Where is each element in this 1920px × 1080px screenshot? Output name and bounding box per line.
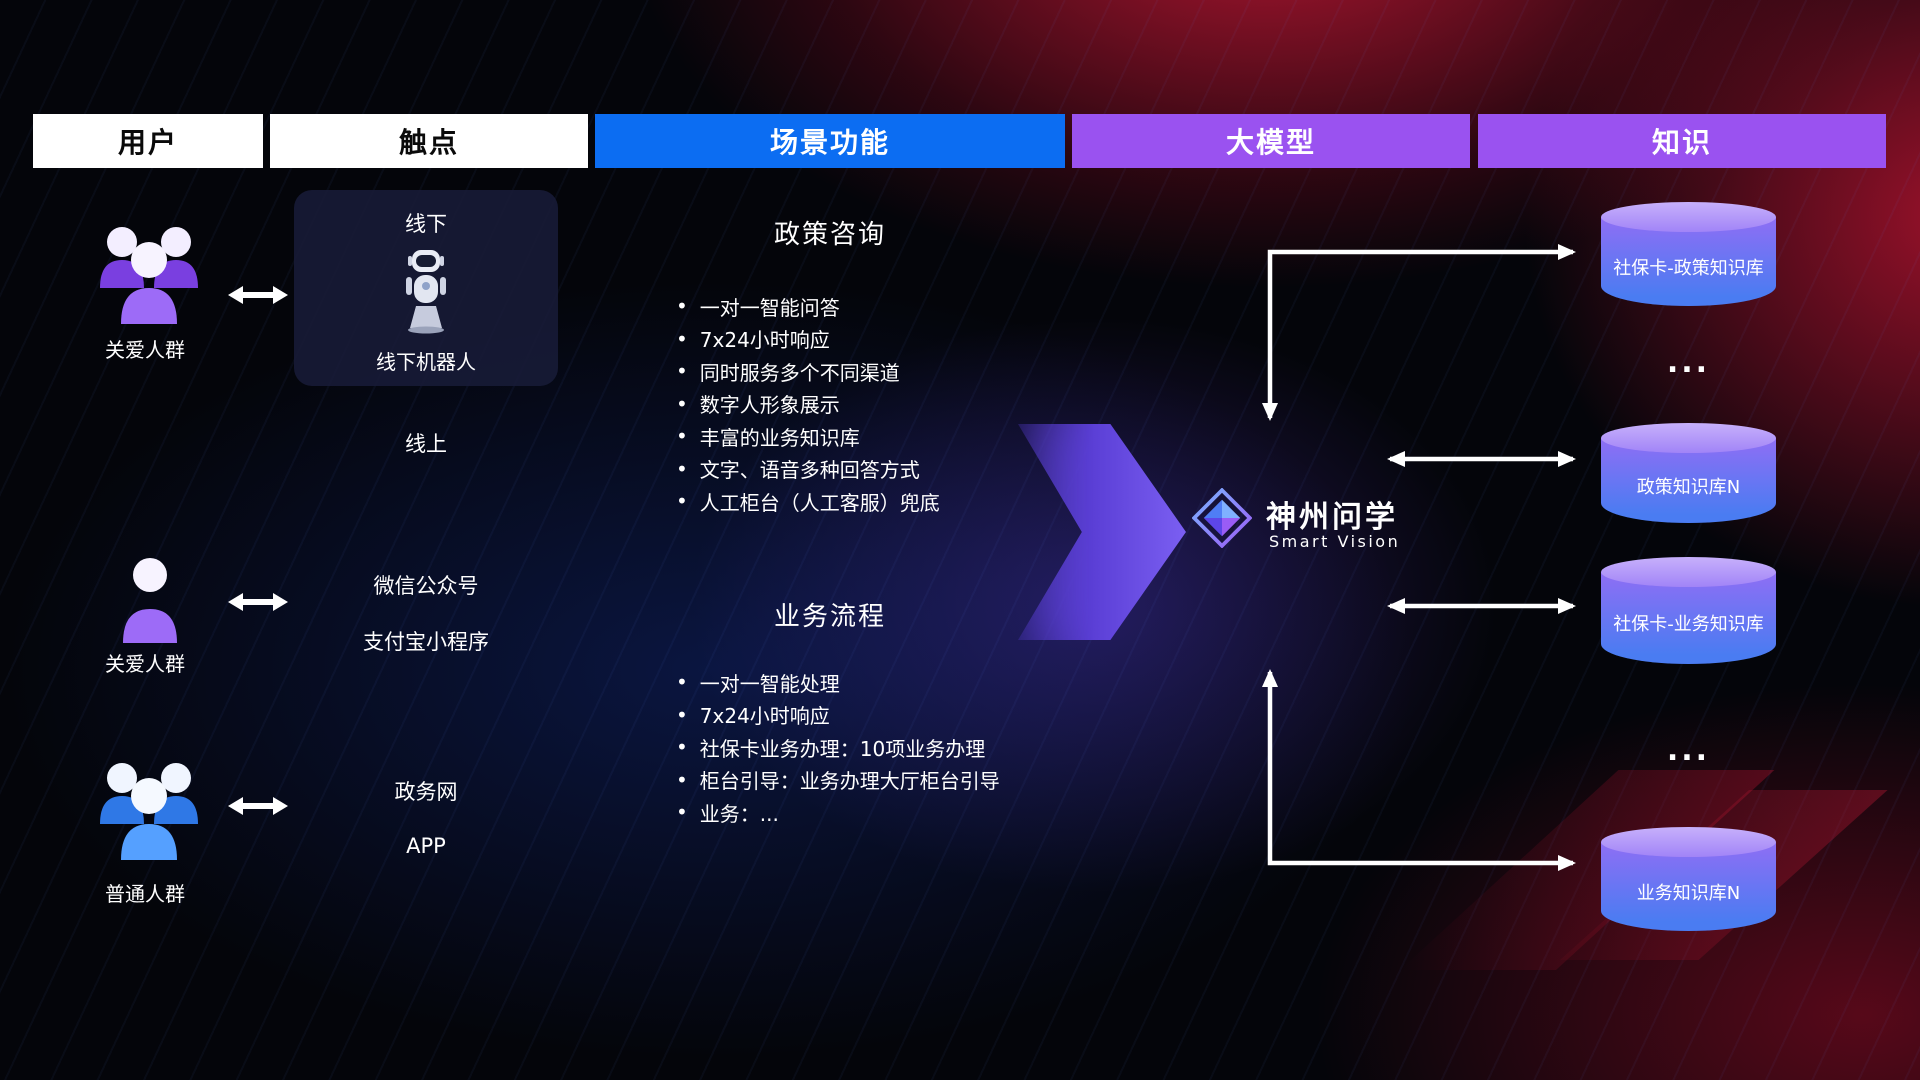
column-header-scene-functions: 场景功能 xyxy=(595,114,1065,168)
feature-item: 一对一智能处理 xyxy=(676,666,1000,699)
feature-item: 人工柜台（人工客服）兜底 xyxy=(676,485,940,518)
database-cylinder-policy-sscard: 社保卡-政策知识库 xyxy=(1601,202,1776,306)
robot-icon xyxy=(397,246,455,338)
feature-item: 柜台引导：业务办理大厅柜台引导 xyxy=(676,764,1000,797)
feature-item: 社保卡业务办理：10项业务办理 xyxy=(676,731,1000,764)
policy-consult-feature-list: 一对一智能问答 7x24小时响应 同时服务多个不同渠道 数字人形象展示 丰富的业… xyxy=(676,290,940,518)
database-label: 业务知识库N xyxy=(1636,882,1741,904)
feature-item: 同时服务多个不同渠道 xyxy=(676,355,940,388)
feature-item: 7x24小时响应 xyxy=(676,323,940,356)
feature-item: 业务：... xyxy=(676,796,1000,829)
channel-gov-web-label: 政务网 xyxy=(394,780,458,804)
database-body xyxy=(1601,572,1776,664)
column-header-large-model: 大模型 xyxy=(1072,114,1470,168)
offline-title: 线下 xyxy=(405,212,447,236)
group-people-icon xyxy=(92,220,206,334)
brand-name: 神州问学 xyxy=(1266,500,1398,535)
database-cylinder-policy-n: 政策知识库N xyxy=(1601,423,1776,523)
offline-robot-label: 线下机器人 xyxy=(376,350,476,374)
brand-subtitle: Smart Vision xyxy=(1269,532,1401,551)
bidirectional-arrow-icon xyxy=(227,282,289,308)
online-label: 线上 xyxy=(405,432,447,456)
feature-item: 文字、语音多种回答方式 xyxy=(676,453,940,486)
person-icon xyxy=(118,555,182,655)
database-cylinder-business-n: 业务知识库N xyxy=(1601,827,1776,931)
column-header-users: 用户 xyxy=(33,114,263,168)
database-top xyxy=(1601,557,1776,587)
user-group-label: 关爱人群 xyxy=(105,338,185,362)
channel-alipay-label: 支付宝小程序 xyxy=(363,630,489,654)
ellipsis-label: ... xyxy=(1666,345,1711,380)
database-label: 社保卡-业务知识库 xyxy=(1613,614,1764,636)
ellipsis-label: ... xyxy=(1666,733,1711,768)
brand-logo-icon xyxy=(1191,487,1253,552)
feature-item: 一对一智能问答 xyxy=(676,290,940,323)
offline-touchpoint-card: 线下 线下机器人 xyxy=(294,190,558,386)
feature-item: 7x24小时响应 xyxy=(676,699,1000,732)
database-top xyxy=(1601,423,1776,453)
channel-app-label: APP xyxy=(406,834,446,858)
feature-item: 数字人形象展示 xyxy=(676,388,940,421)
scene-title-business-process: 业务流程 xyxy=(773,602,886,632)
group-people-icon xyxy=(92,756,206,870)
business-process-feature-list: 一对一智能处理 7x24小时响应 社保卡业务办理：10项业务办理 柜台引导：业务… xyxy=(676,666,1000,829)
database-top xyxy=(1601,202,1776,232)
database-label: 社保卡-政策知识库 xyxy=(1613,257,1764,279)
channel-wechat-label: 微信公众号 xyxy=(373,574,479,598)
user-group-label: 关爱人群 xyxy=(105,652,185,676)
bidirectional-arrow-icon xyxy=(227,793,289,819)
bidirectional-arrow-icon xyxy=(227,589,289,615)
scene-title-policy-consult: 政策咨询 xyxy=(773,220,886,250)
database-cylinder-business-sscard: 社保卡-业务知识库 xyxy=(1601,557,1776,664)
column-header-knowledge: 知识 xyxy=(1478,114,1886,168)
database-label: 政策知识库N xyxy=(1636,476,1741,498)
column-header-touchpoints: 触点 xyxy=(270,114,588,168)
database-top xyxy=(1601,827,1776,857)
feature-item: 丰富的业务知识库 xyxy=(676,420,940,453)
user-group-label: 普通人群 xyxy=(105,882,185,906)
